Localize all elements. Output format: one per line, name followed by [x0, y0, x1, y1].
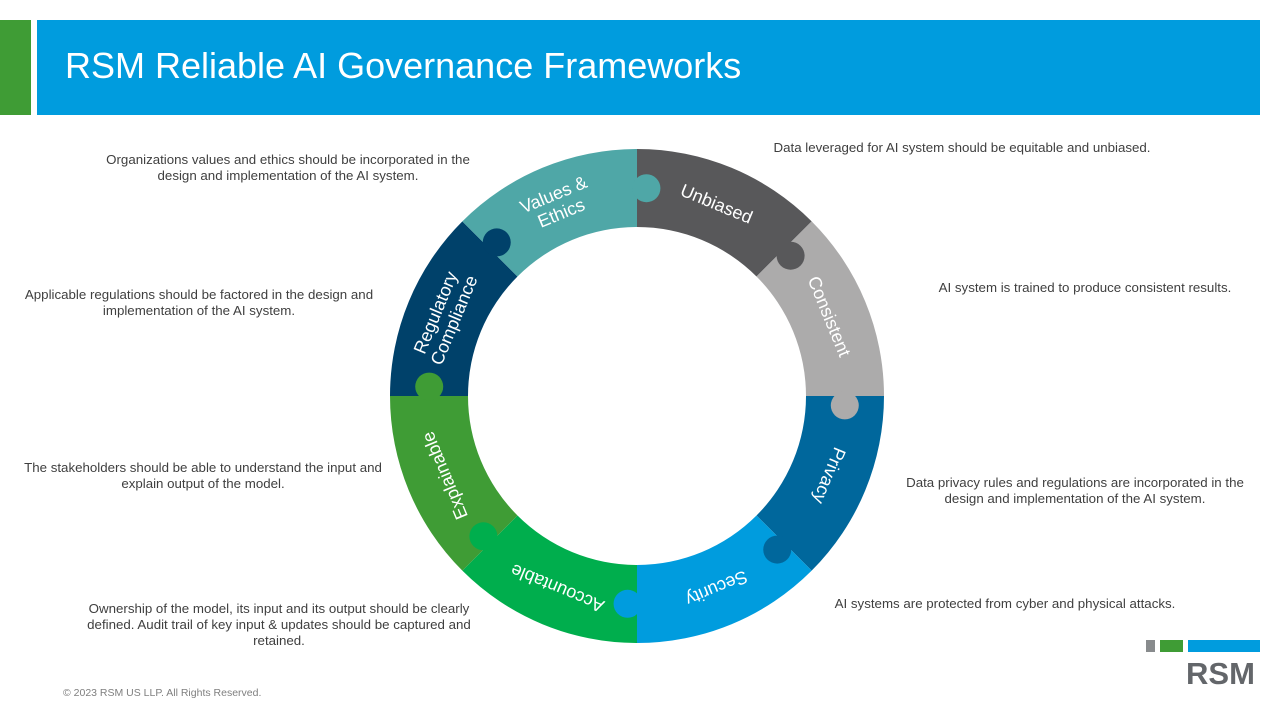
segment-accountable — [462, 515, 637, 643]
description-explainable: The stakeholders should be able to under… — [24, 460, 382, 491]
description-unbiased: Data leveraged for AI system should be e… — [773, 140, 1151, 155]
copyright-footer: © 2023 RSM US LLP. All Rights Reserved. — [63, 687, 262, 699]
puzzle-tab-consistent — [830, 391, 859, 420]
logo-block-green — [1160, 640, 1183, 652]
puzzle-tab-privacy — [763, 535, 792, 564]
puzzle-tab-explainable — [415, 372, 444, 401]
description-regulatory-compliance: Applicable regulations should be factore… — [24, 287, 374, 318]
logo-block-blue — [1188, 640, 1260, 652]
title-accent-bar — [0, 20, 31, 115]
puzzle-tab-unbiased — [776, 241, 805, 270]
puzzle-tab-regulatory-compliance — [482, 228, 511, 257]
description-values-ethics: Organizations values and ethics should b… — [106, 152, 470, 183]
description-security: AI systems are protected from cyber and … — [834, 596, 1176, 611]
puzzle-tab-values-ethics — [632, 174, 661, 203]
puzzle-tab-security — [613, 589, 642, 618]
description-accountable: Ownership of the model, its input and it… — [87, 601, 471, 648]
logo-block-gray — [1146, 640, 1155, 652]
rsm-logo: RSM — [1146, 640, 1260, 691]
page-title: RSM Reliable AI Governance Frameworks — [65, 45, 742, 86]
description-privacy: Data privacy rules and regulations are i… — [906, 475, 1244, 506]
segment-unbiased — [637, 149, 812, 277]
logo-wordmark: RSM — [1186, 656, 1255, 691]
description-consistent: AI system is trained to produce consiste… — [938, 280, 1232, 295]
segment-regulatory-compliance — [390, 221, 518, 396]
puzzle-tab-accountable — [469, 522, 498, 551]
title-banner: RSM Reliable AI Governance Frameworks — [37, 20, 1260, 115]
segment-privacy — [756, 396, 884, 571]
